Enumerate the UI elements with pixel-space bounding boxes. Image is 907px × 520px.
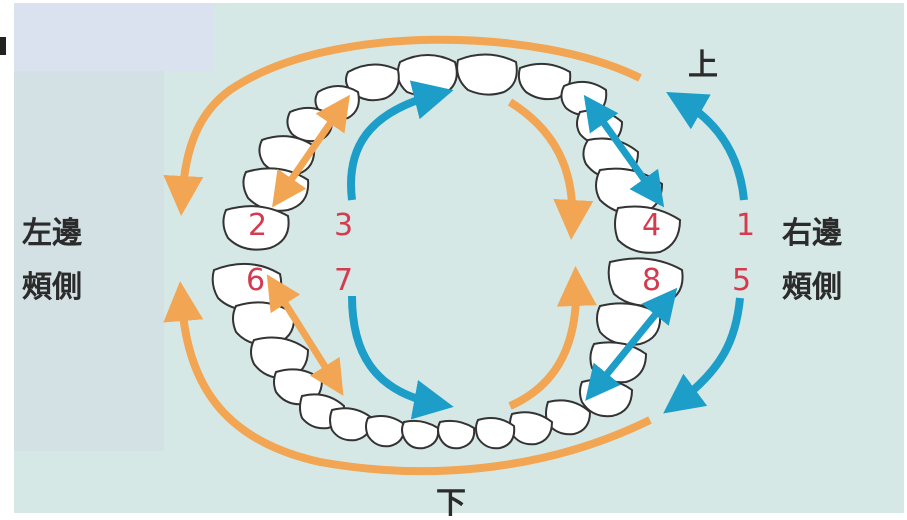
step-number-7: 7 — [334, 263, 353, 298]
tooth — [438, 421, 474, 448]
step-number-3: 3 — [334, 208, 353, 243]
step-number-5: 5 — [732, 263, 751, 298]
arrow-upper-inner-left — [351, 94, 438, 200]
tooth — [510, 412, 552, 444]
label-right-cheek: 頰側 — [782, 262, 842, 306]
step-number-2: 2 — [248, 208, 267, 243]
arrow-lower-outer-right — [676, 298, 740, 404]
step-number-1: 1 — [736, 208, 755, 243]
step-number-4: 4 — [642, 208, 661, 243]
arrow-lower-inner-right — [510, 282, 576, 406]
tooth — [476, 418, 514, 448]
tooth — [366, 416, 404, 446]
label-left-cheek: 頰側 — [22, 262, 82, 306]
tooth — [457, 54, 517, 94]
lower-teeth — [213, 258, 683, 448]
label-right-side: 右邊 — [782, 208, 842, 252]
step-number-6: 6 — [246, 263, 265, 298]
step-number-8: 8 — [642, 263, 661, 298]
arrow-upper-inner-right — [510, 102, 572, 224]
label-left-side: 左邊 — [22, 208, 82, 252]
tooth — [402, 421, 438, 448]
upper-teeth — [223, 54, 680, 252]
label-lower: 下 — [436, 478, 466, 520]
label-upper: 上 — [688, 40, 718, 84]
arrow-upper-outer-right — [680, 100, 744, 200]
tooth — [398, 55, 457, 96]
arrow-lower-inner-left — [352, 296, 438, 404]
